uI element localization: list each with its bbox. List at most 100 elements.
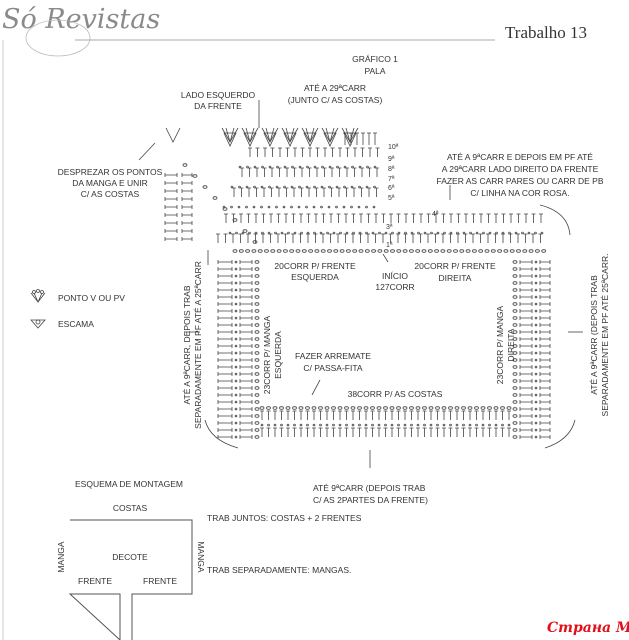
chain-stitch [512,386,518,390]
left-front-label: LADO ESQUERDO [181,90,256,100]
double-crochet-stitch [255,167,259,177]
chain-stitch [254,393,260,397]
double-crochet-stitch [494,410,498,420]
single-crochet-stitch [436,231,440,235]
double-crochet-stitch [403,427,407,437]
double-crochet-stitch [441,213,446,223]
single-crochet-stitch [326,231,329,235]
chain-stitch [512,393,518,397]
double-crochet-stitch [343,233,348,243]
double-crochet-stitch [487,410,492,420]
double-crochet-stitch [321,233,325,243]
single-crochet-stitch [234,309,238,313]
double-crochet-stitch [351,233,355,243]
single-crochet-stitch [534,288,538,292]
horizontal-stitch [217,281,233,285]
double-crochet-stitch [373,233,378,243]
chain-stitch [254,372,260,376]
double-crochet-stitch [441,233,445,243]
double-crochet-stitch [337,167,342,177]
single-crochet-stitch [245,185,249,189]
double-crochet-stitch [293,147,297,157]
double-crochet-stitch [284,213,288,223]
single-crochet-stitch [276,165,279,169]
horizontal-stitch [217,309,233,313]
back-label: 38CORR P/ AS COSTAS [348,389,443,399]
chain-stitch [370,406,375,410]
chain-stitch [377,249,383,253]
ponto-v-stitch [301,127,319,144]
top-note: ATÉ A 29ªCARR [304,83,366,93]
single-crochet-stitch [351,165,354,169]
single-crochet-stitch [234,351,238,355]
horizontal-stitch [217,421,233,425]
right-note: ATÉ A 9ªCARR E DEPOIS EM PF ATÉ [447,152,593,162]
row-number: 3ª [386,224,393,231]
single-crochet-stitch [449,423,452,427]
chain-stitch [254,344,260,348]
horizontal-stitch [519,274,533,278]
double-crochet-stitch [357,427,362,437]
double-crochet-stitch [247,167,252,177]
single-crochet-stitch [342,205,346,209]
horizontal-stitch [539,281,551,285]
horizontal-stitch [217,267,233,271]
chain-stitch [474,406,479,410]
double-crochet-stitch [231,213,236,223]
double-crochet-stitch [474,427,479,437]
horizontal-stitch [217,316,233,320]
horizontal-stitch [217,414,233,418]
horizontal-stitch [539,337,551,341]
double-crochet-stitch [455,410,459,420]
double-crochet-stitch [461,427,466,437]
single-crochet-stitch [260,205,263,209]
double-crochet-stitch [367,132,371,145]
double-crochet-stitch [403,410,407,420]
finish-note: FAZER ARREMATE [295,351,371,361]
double-crochet-stitch [539,213,543,223]
double-crochet-stitch [396,233,400,243]
double-crochet-stitch [321,213,326,223]
chain-stitch [289,249,295,253]
double-crochet-stitch [486,233,490,243]
single-crochet-stitch [468,423,472,427]
double-crochet-stitch [516,233,520,243]
double-crochet-stitch [419,213,423,223]
double-crochet-stitch [355,132,359,145]
chain-stitch [427,249,433,253]
single-crochet-stitch [312,205,316,209]
chain-stitch [512,274,518,278]
single-crochet-stitch [358,423,361,427]
ponto-v-icon [30,289,46,303]
chain-stitch [480,406,486,410]
single-crochet-stitch [345,423,348,427]
single-crochet-stitch [534,309,538,313]
single-crochet-stitch [423,231,427,235]
chain-stitch [484,249,490,253]
horizontal-stitch [519,351,533,355]
escama-stitch [323,132,337,147]
escama-stitch [243,132,257,147]
double-crochet-stitch [368,147,372,157]
single-crochet-stitch [305,205,308,209]
right-side-note: ATÉ A 9ªCARR (DEPOIS TRAB SEPARADAMENTE … [589,254,610,417]
double-crochet-stitch [508,233,513,243]
double-crochet-stitch [306,213,311,223]
single-crochet-stitch [234,260,238,264]
single-crochet-stitch [534,330,538,334]
double-crochet-stitch [361,132,365,145]
assembly-center: DECOTE [112,552,148,562]
single-crochet-stitch [234,393,238,397]
single-crochet-stitch [339,231,342,235]
single-crochet-stitch [377,423,381,427]
assembly-right: MANGA [196,541,206,573]
single-crochet-stitch [234,274,238,278]
front-right-label: 20CORR P/ FRENTE [414,261,496,271]
row-numbers: 10ª 9ª 8ª 7ª 6ª 5ª 4ª 3ª 1ª [386,144,439,249]
double-crochet-stitch [416,427,420,437]
double-crochet-stitch [456,213,461,223]
single-crochet-stitch [462,423,465,427]
chain-stitch [516,249,521,253]
horizontal-stitch [239,386,253,390]
single-crochet-stitch [534,267,538,271]
